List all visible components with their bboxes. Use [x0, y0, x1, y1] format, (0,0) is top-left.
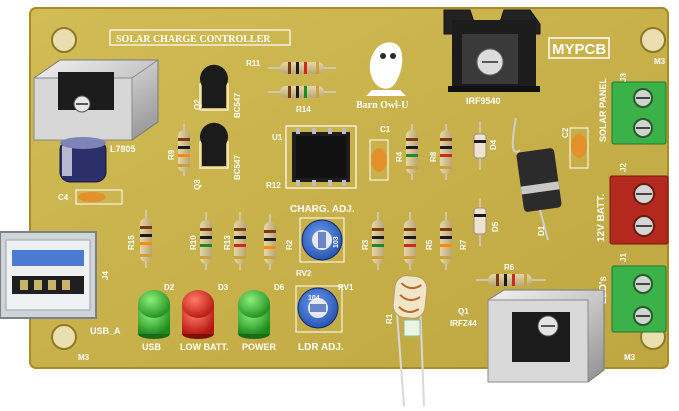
- resistor-r8: [440, 124, 452, 180]
- c4-outline: [75, 189, 123, 205]
- diode-d1: [511, 117, 562, 241]
- title-box: [109, 29, 291, 46]
- label-r14: R14: [296, 105, 311, 114]
- brand-box: [548, 37, 610, 59]
- label-d5: D5: [491, 221, 500, 232]
- capacitor-c2: [569, 127, 589, 169]
- transistor-q3: [199, 122, 229, 169]
- label-rv2: RV2: [296, 269, 312, 278]
- label-q2: Q2: [193, 99, 202, 110]
- label-bc547-bot: BC547: [233, 155, 242, 180]
- terminal-j1: [611, 265, 667, 333]
- label-d2: D2: [164, 283, 175, 292]
- label-rv1: RV1: [338, 283, 354, 292]
- label-c2: C2: [561, 127, 570, 138]
- resistor-r15: [140, 210, 152, 268]
- label-d1: D1: [537, 225, 546, 236]
- ic-u1: [285, 125, 357, 189]
- label-r11: R11: [246, 59, 261, 68]
- label-r5: R5: [425, 239, 434, 250]
- label-r3: R3: [361, 239, 370, 250]
- resistor-r6: [476, 274, 546, 286]
- resistor-r4: [406, 124, 418, 180]
- label-l7805: L7805: [110, 144, 136, 154]
- label-low-batt: LOW BATT.: [180, 342, 228, 352]
- label-solar-panel: SOLAR PANEL: [598, 78, 608, 142]
- diode-d4: [473, 122, 487, 170]
- trimmer-rv2: [299, 217, 345, 263]
- brand-logo: MYPCB: [552, 41, 606, 58]
- label-r1: R1: [385, 313, 394, 324]
- label-m3-tr: M3: [654, 57, 666, 66]
- label-irfz44: IRFZ44: [450, 319, 477, 328]
- label-pot-code-2: 103: [333, 236, 340, 248]
- label-j2: J2: [619, 163, 628, 172]
- label-j3: J3: [619, 73, 628, 82]
- label-r13: R13: [223, 235, 232, 250]
- label-r12: R12: [266, 181, 281, 190]
- resistor-r10: [200, 212, 212, 270]
- label-charg-adj: CHARG. ADJ.: [290, 204, 355, 215]
- label-c4: C4: [58, 193, 69, 202]
- label-m3-bl: M3: [78, 353, 90, 362]
- label-usb-a: USB_A: [90, 326, 121, 336]
- label-m3-br: M3: [624, 353, 636, 362]
- label-12v-batt: 12V BATT.: [596, 194, 607, 242]
- ldr-r1: [392, 275, 428, 407]
- label-q3: Q3: [193, 179, 202, 190]
- label-bc547-top: BC547: [233, 93, 242, 118]
- led-d2-green: [138, 290, 170, 339]
- trimmer-rv1: [295, 285, 343, 333]
- resistor-r2: [264, 214, 276, 270]
- resistor-r9: [178, 124, 190, 176]
- irf9540-heatsink: [443, 9, 541, 92]
- resistor-r11: [268, 62, 336, 74]
- label-r15: R15: [127, 235, 136, 250]
- resistor-r5: [404, 212, 416, 270]
- label-u1: U1: [272, 133, 283, 142]
- diode-d5: [473, 198, 487, 246]
- label-r4: R4: [395, 151, 404, 162]
- label-q1: Q1: [458, 307, 469, 316]
- label-d3: D3: [218, 283, 229, 292]
- c4-ceramic: [78, 192, 106, 202]
- usb-a-connector: [0, 231, 97, 319]
- board-title: SOLAR CHARGE CONTROLLER: [116, 34, 271, 45]
- label-d4: D4: [489, 139, 498, 150]
- label-d6: D6: [274, 283, 285, 292]
- led-d3-red: [182, 290, 214, 339]
- label-r8: R8: [429, 151, 438, 162]
- label-j4: J4: [101, 271, 110, 280]
- label-r2: R2: [285, 239, 294, 250]
- label-c1: C1: [380, 125, 391, 134]
- label-irf9540: IRF9540: [466, 96, 501, 106]
- label-r6: R6: [504, 263, 515, 272]
- l7805-heatsink: [33, 59, 159, 141]
- led-d6-green: [238, 290, 270, 339]
- owl-logo: [366, 42, 406, 96]
- label-usb: USB: [142, 342, 162, 352]
- resistor-r7: [440, 212, 452, 270]
- resistor-r3: [372, 212, 384, 270]
- irfz44-heatsink: [487, 289, 605, 383]
- terminal-j3: [611, 81, 667, 145]
- owl-label: Barn Owl-U: [356, 100, 409, 111]
- label-pot-code-1: 104: [308, 295, 320, 302]
- label-j1: J1: [619, 253, 628, 262]
- label-r9: R9: [167, 149, 176, 160]
- label-power: POWER: [242, 342, 277, 352]
- electrolytic-capacitor: [59, 137, 107, 183]
- label-r7: R7: [459, 239, 468, 250]
- label-ldr-adj: LDR ADJ.: [298, 342, 344, 353]
- resistor-r13: [234, 212, 246, 270]
- label-r10: R10: [189, 235, 198, 250]
- capacitor-c1: [369, 139, 389, 181]
- resistor-r14: [268, 86, 336, 98]
- terminal-j2: [609, 175, 669, 245]
- transistor-q2: [199, 64, 229, 111]
